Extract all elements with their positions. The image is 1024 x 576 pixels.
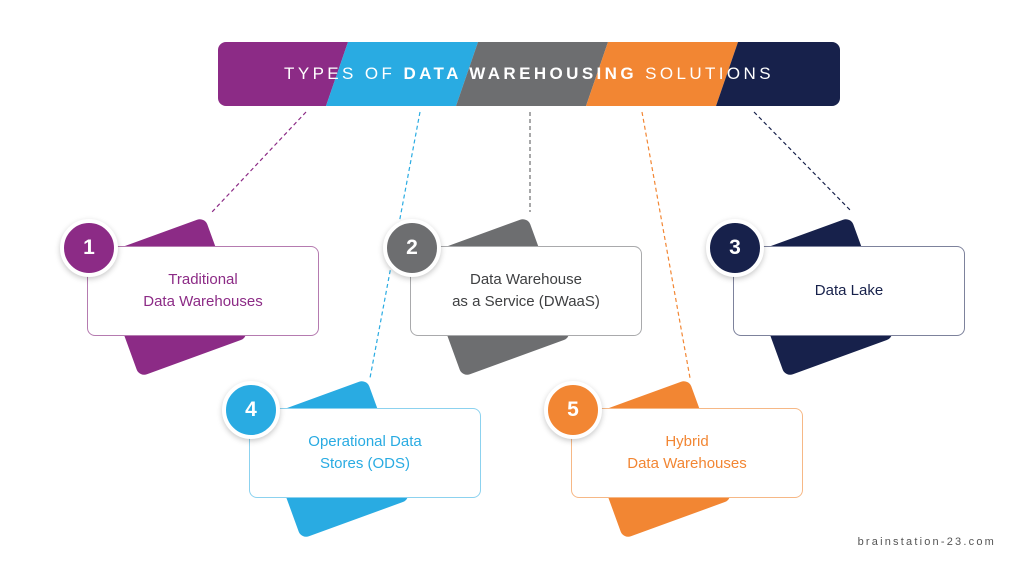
card-4-line1: Operational Data bbox=[308, 433, 422, 450]
banner-title-post: SOLUTIONS bbox=[645, 64, 774, 83]
title-banner bbox=[218, 42, 840, 106]
badge-4: 4 bbox=[222, 381, 280, 439]
card-3-line1: Data Lake bbox=[814, 282, 884, 299]
badge-1: 1 bbox=[60, 219, 118, 277]
card-5-line2: Data Warehouses bbox=[627, 455, 747, 472]
connector-5 bbox=[641, 111, 691, 379]
banner-segment-navy bbox=[716, 42, 840, 106]
card-1-line1: Traditional bbox=[168, 271, 238, 288]
badge-2: 2 bbox=[383, 219, 441, 277]
card-5-line1: Hybrid bbox=[665, 433, 709, 450]
connector-1 bbox=[211, 111, 307, 213]
card-dwaas: Data Warehouse as a Service (DWaaS) bbox=[410, 246, 642, 336]
banner-segment-gray bbox=[456, 42, 608, 106]
banner-title: TYPES OF DATA WAREHOUSING SOLUTIONS bbox=[218, 42, 840, 106]
card-2-line2: as a Service (DWaaS) bbox=[452, 293, 600, 310]
banner-segment-purple bbox=[218, 42, 348, 106]
connector-3 bbox=[753, 111, 853, 213]
banner-title-pre: TYPES OF bbox=[284, 64, 396, 83]
banner-title-bold: DATA WAREHOUSING bbox=[403, 64, 637, 83]
card-1-line2: Data Warehouses bbox=[143, 293, 263, 310]
footer-website: brainstation-23.com bbox=[857, 536, 996, 548]
card-2-line1: Data Warehouse bbox=[469, 271, 582, 288]
badge-3: 3 bbox=[706, 219, 764, 277]
card-4-line2: Stores (ODS) bbox=[319, 455, 410, 472]
card-data-lake: Data Lake bbox=[733, 246, 965, 336]
badge-5: 5 bbox=[544, 381, 602, 439]
banner-segment-blue bbox=[326, 42, 478, 106]
banner-segment-orange bbox=[586, 42, 738, 106]
